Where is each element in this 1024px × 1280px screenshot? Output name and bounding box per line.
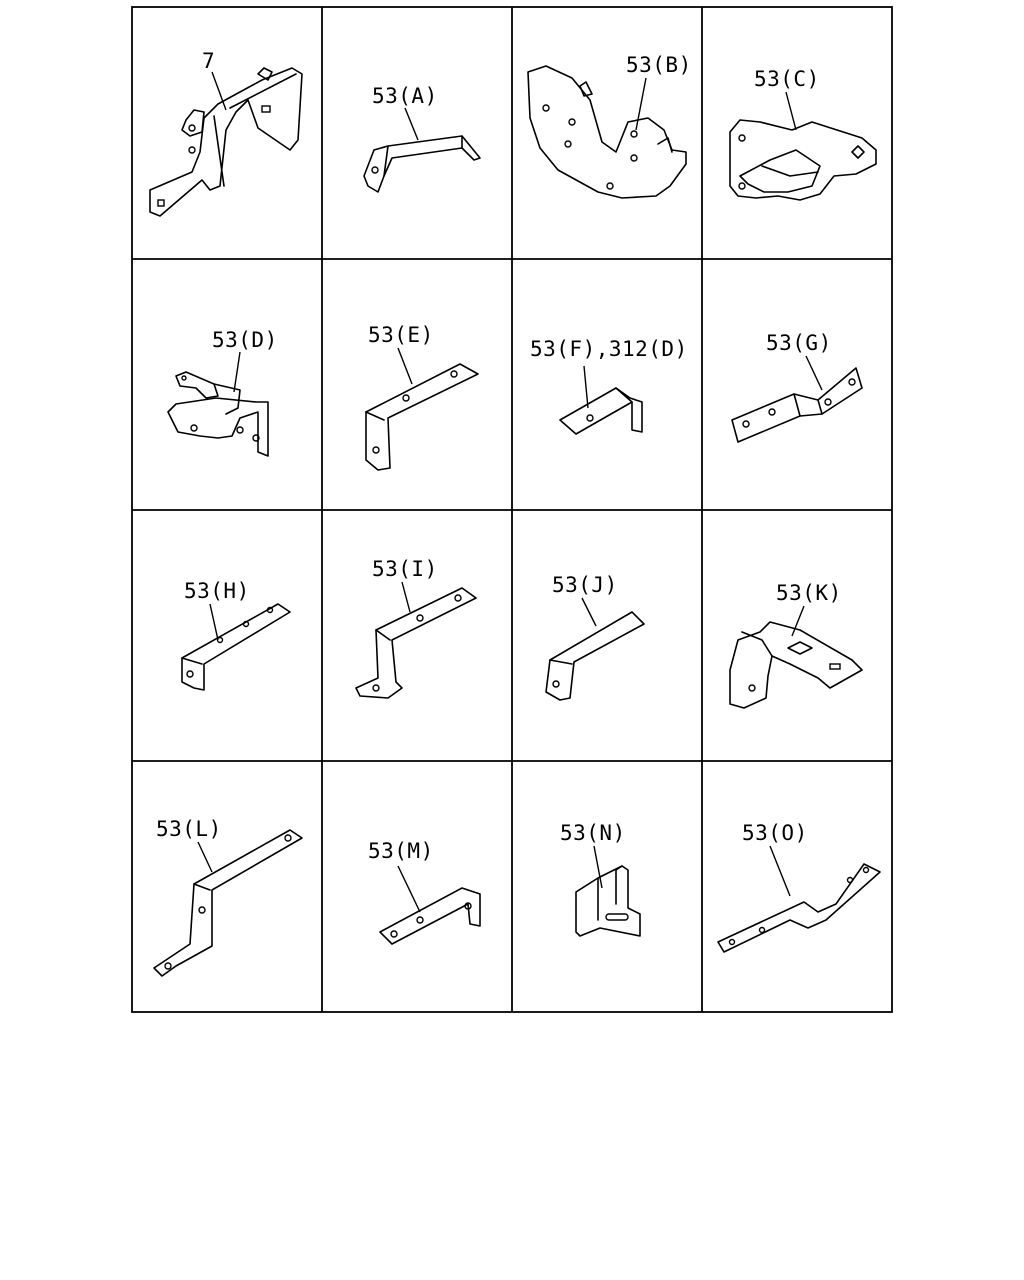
part-label-53e: 53(E): [368, 323, 434, 347]
part-label-53n: 53(N): [560, 821, 626, 845]
part-label-53f: 53(F),312(D): [530, 337, 688, 361]
part-label-53m: 53(M): [368, 839, 434, 863]
cell-part-53i: 53(I): [355, 557, 477, 699]
cell-part-53d: 53(D): [167, 328, 278, 457]
bracket-53n-drawing: [575, 865, 641, 937]
bracket-53h-drawing: [181, 603, 291, 691]
bracket-53m-drawing: [379, 887, 481, 945]
cell-part-53n: 53(N): [560, 821, 641, 937]
bracket-53l-drawing: [153, 829, 303, 977]
part-label-53l: 53(L): [156, 817, 222, 841]
cell-part-53f: 53(F),312(D): [530, 337, 688, 435]
cell-part-53h: 53(H): [181, 579, 291, 691]
part-label-53h: 53(H): [184, 579, 250, 603]
bracket-53a-drawing: [363, 135, 481, 193]
cell-part-53b: 53(B): [527, 53, 692, 199]
bracket-53j-drawing: [545, 611, 645, 701]
part-label-53o: 53(O): [742, 821, 808, 845]
cell-part-53l: 53(L): [153, 817, 303, 977]
bracket-53g-drawing: [731, 367, 863, 443]
cell-part-53a: 53(A): [363, 84, 481, 193]
bracket-53i-drawing: [355, 587, 477, 699]
cell-part-7: 7: [149, 49, 303, 217]
bracket-53d-drawing: [167, 371, 269, 457]
part-label-53k: 53(K): [776, 581, 842, 605]
part-label-53b: 53(B): [626, 53, 692, 77]
part-label-53d: 53(D): [212, 328, 278, 352]
cell-part-53g: 53(G): [731, 331, 863, 443]
bracket-53k-drawing: [729, 621, 863, 709]
cell-part-53j: 53(J): [545, 573, 645, 701]
part-label-53i: 53(I): [372, 557, 438, 581]
bracket-53c-drawing: [729, 119, 877, 201]
bracket-53e-drawing: [365, 363, 479, 471]
cell-part-53e: 53(E): [365, 323, 479, 471]
bracket-53b-drawing: [527, 65, 687, 199]
cell-part-53k: 53(K): [729, 581, 863, 709]
bracket-7-drawing: [149, 67, 303, 217]
part-label-53g: 53(G): [766, 331, 832, 355]
bracket-53f-drawing: [559, 387, 643, 435]
part-label-53j: 53(J): [552, 573, 618, 597]
grid-frame: [131, 6, 893, 1013]
part-label-7: 7: [202, 49, 215, 73]
part-label-53a: 53(A): [372, 84, 438, 108]
part-label-53c: 53(C): [754, 67, 820, 91]
bracket-53o-drawing: [717, 863, 881, 953]
cell-part-53o: 53(O): [717, 821, 881, 953]
cell-part-53m: 53(M): [368, 839, 481, 945]
cell-part-53c: 53(C): [729, 67, 877, 201]
